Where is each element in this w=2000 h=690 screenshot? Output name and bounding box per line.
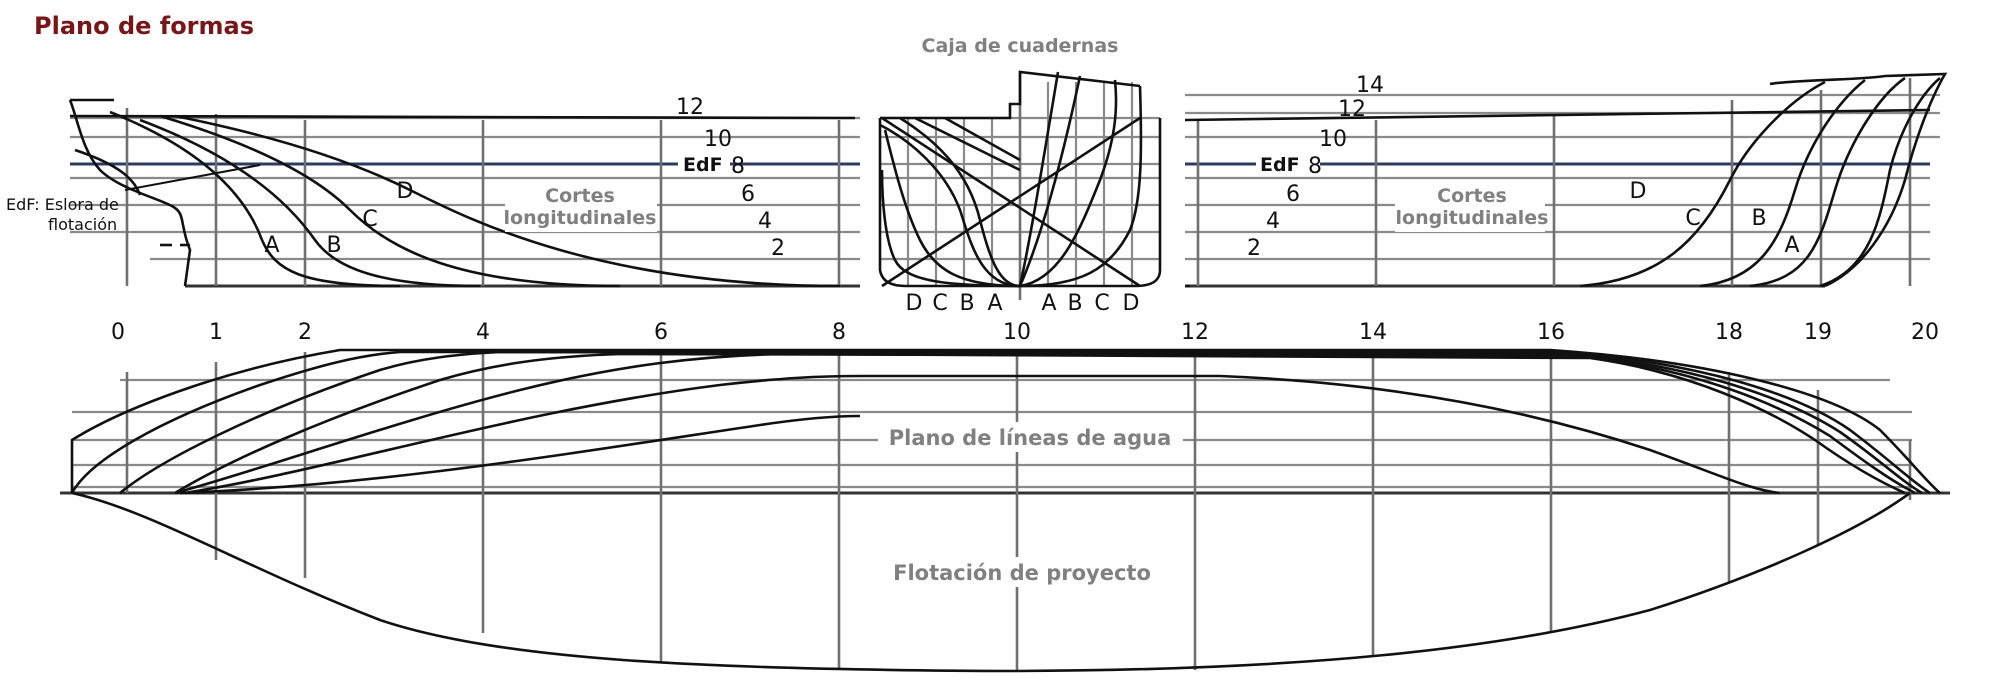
caja-cuadernas-label: Caja de cuadernas [922,35,1119,57]
waterline-label-12-left: 12 [676,95,704,120]
body-plan-label-a-left: A [987,291,1002,316]
station-label-6: 6 [654,320,668,345]
station-label-10: 10 [1003,320,1031,345]
waterline-label-8-left: 8 [731,154,745,179]
waterline-label-8-right: 8 [1308,154,1322,179]
profile-right-grid [1184,78,1940,288]
edf-label-left: EdF [683,154,723,176]
buttock-label-b-left: B [326,233,341,258]
buttock-label-d-left: D [397,179,414,204]
station-label-20: 20 [1911,320,1939,345]
waterline-label-6-right: 6 [1286,182,1300,207]
station-label-4: 4 [476,320,490,345]
station-label-19: 19 [1804,320,1832,345]
flotacion-label: Flotación de proyecto [893,561,1151,585]
edf-note-leader [124,164,261,191]
body-plan-label-d-right: D [1123,291,1140,316]
station-label-12: 12 [1181,320,1209,345]
station-label-8: 8 [832,320,846,345]
buttock-label-a-left: A [264,233,279,258]
waterline-label-10-left: 10 [704,127,732,152]
body-plan-label-c-left: C [932,291,947,316]
station-label-1: 1 [209,320,223,345]
waterline-label-10-right: 10 [1319,127,1347,152]
body-plan-grid [880,72,1160,300]
waterline-label-4-left: 4 [758,209,772,234]
waterline-label-2-right: 2 [1247,236,1261,261]
waterline-label-12-right: 12 [1338,97,1366,122]
edf-note-line1: EdF: Eslora de [6,195,119,214]
edf-label-right: EdF [1260,154,1300,176]
profile-right-hull [1185,72,1948,288]
cortes-label-right-2: longitudinales [1396,207,1549,229]
station-label-16: 16 [1537,320,1565,345]
station-label-18: 18 [1715,320,1743,345]
lineas-agua-label: Plano de líneas de agua [889,426,1172,450]
body-plan-label-b-left: B [959,291,974,316]
body-plan-label-a-right: A [1041,291,1056,316]
waterline-plan-hull [70,348,1941,673]
body-plan-hull [878,70,1162,288]
page-title: Plano de formas [34,12,255,40]
buttock-label-b-right: B [1751,206,1766,231]
buttock-label-a-right: A [1784,233,1799,258]
station-label-0: 0 [111,320,125,345]
body-plan-label-b-right: B [1067,291,1082,316]
buttock-label-d-right: D [1630,179,1647,204]
station-label-14: 14 [1359,320,1387,345]
waterline-label-6-left: 6 [741,182,755,207]
buttock-label-c-left: C [362,207,377,232]
profile-left-hull [68,98,841,288]
waterline-plan-grid [60,350,1950,670]
cortes-label-left-1: Cortes [545,185,615,207]
edf-note-line2: flotación [48,215,117,234]
waterline-label-2-left: 2 [771,236,785,261]
station-label-2: 2 [298,320,312,345]
body-plan-label-d-left: D [906,291,923,316]
cortes-label-left-2: longitudinales [504,207,657,229]
profile-left-grid [69,108,860,288]
waterline-label-14-right: 14 [1356,73,1384,98]
waterline-label-4-right: 4 [1266,209,1280,234]
buttock-label-c-right: C [1685,206,1700,231]
cortes-label-right-1: Cortes [1437,185,1507,207]
body-plan-label-c-right: C [1094,291,1109,316]
